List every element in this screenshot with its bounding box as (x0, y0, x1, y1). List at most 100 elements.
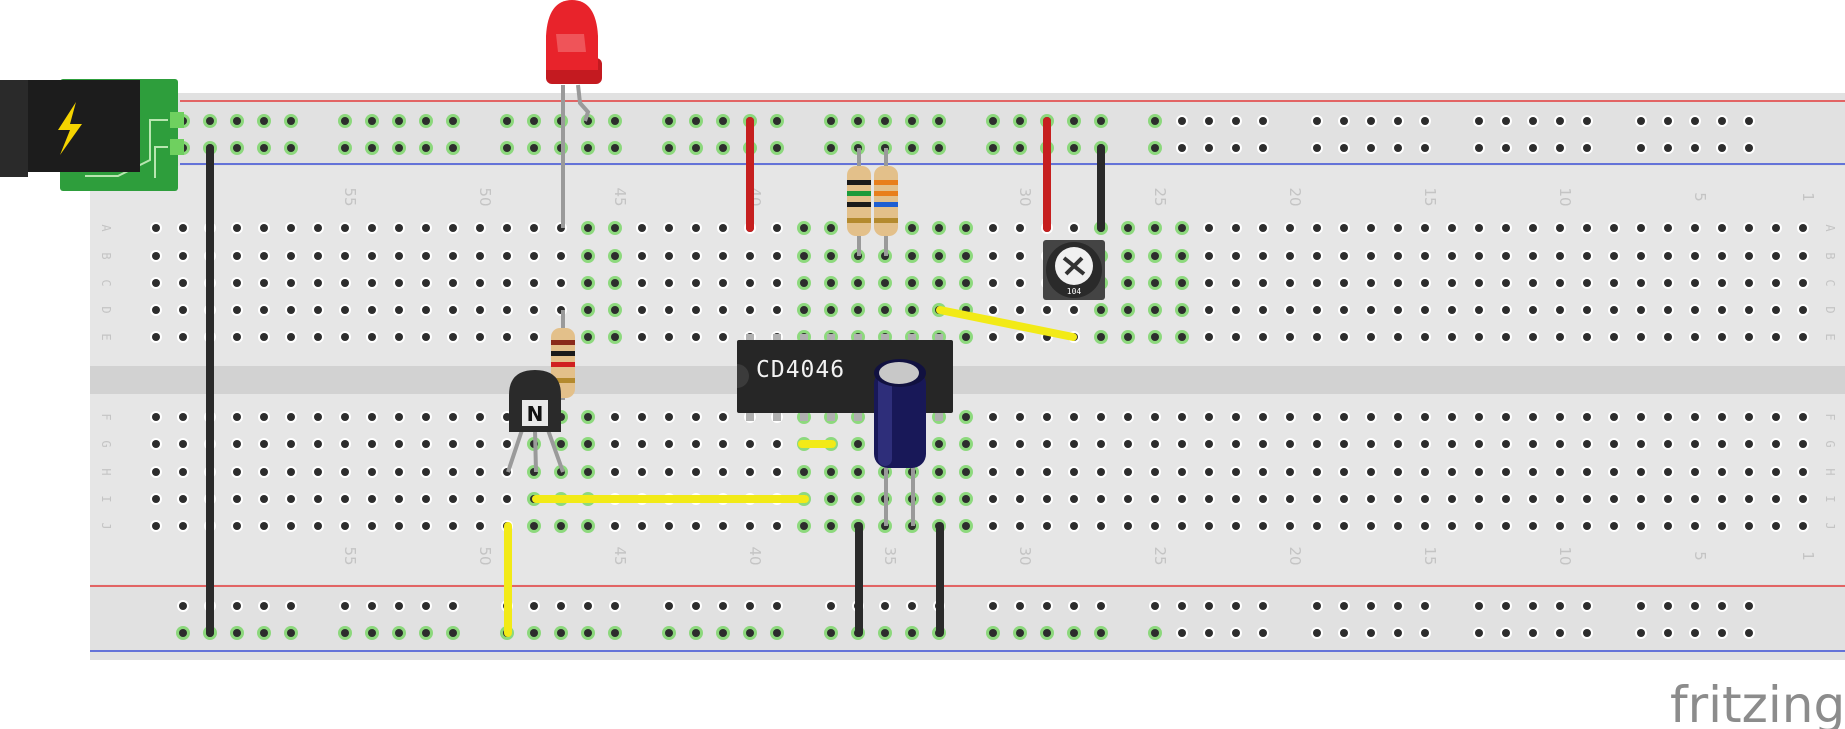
hole-D42[interactable] (692, 306, 700, 314)
hole-J25[interactable] (1151, 522, 1159, 530)
hole-C14[interactable] (1448, 279, 1456, 287)
hole-E42[interactable] (692, 333, 700, 341)
hole-H16[interactable] (1394, 468, 1402, 476)
rail-hole[interactable] (1232, 629, 1240, 637)
hole-A24[interactable] (1178, 224, 1186, 232)
hole-D62[interactable] (152, 306, 160, 314)
hole-H32[interactable] (962, 468, 970, 476)
rail-hole[interactable] (1556, 117, 1564, 125)
hole-F52[interactable] (422, 413, 430, 421)
hole-D8[interactable] (1610, 306, 1618, 314)
hole-H11[interactable] (1529, 468, 1537, 476)
potentiometer[interactable]: 104 (1043, 240, 1105, 300)
rail-hole[interactable] (1583, 144, 1591, 152)
hole-I19[interactable] (1313, 495, 1321, 503)
hole-E54[interactable] (368, 333, 376, 341)
hole-H62[interactable] (152, 468, 160, 476)
hole-B57[interactable] (287, 252, 295, 260)
rail-hole[interactable] (908, 629, 916, 637)
rail-hole[interactable] (1151, 117, 1159, 125)
rail-hole[interactable] (557, 602, 565, 610)
hole-C3[interactable] (1745, 279, 1753, 287)
hole-E50[interactable] (476, 333, 484, 341)
hole-D45[interactable] (611, 306, 619, 314)
hole-E32[interactable] (962, 333, 970, 341)
hole-A31[interactable] (989, 224, 997, 232)
hole-I31[interactable] (989, 495, 997, 503)
hole-D29[interactable] (1043, 306, 1051, 314)
hole-C17[interactable] (1367, 279, 1375, 287)
hole-F30[interactable] (1016, 413, 1024, 421)
hole-B48[interactable] (530, 252, 538, 260)
hole-A59[interactable] (233, 224, 241, 232)
hole-E46[interactable] (584, 333, 592, 341)
rail-hole[interactable] (1070, 629, 1078, 637)
hole-F50[interactable] (476, 413, 484, 421)
hole-H25[interactable] (1151, 468, 1159, 476)
hole-C15[interactable] (1421, 279, 1429, 287)
hole-F1[interactable] (1799, 413, 1807, 421)
hole-D43[interactable] (665, 306, 673, 314)
rail-hole[interactable] (1340, 144, 1348, 152)
hole-I54[interactable] (368, 495, 376, 503)
hole-J23[interactable] (1205, 522, 1213, 530)
hole-D16[interactable] (1394, 306, 1402, 314)
hole-I25[interactable] (1151, 495, 1159, 503)
rail-hole[interactable] (395, 629, 403, 637)
hole-D57[interactable] (287, 306, 295, 314)
rail-hole[interactable] (1421, 602, 1429, 610)
hole-G55[interactable] (341, 440, 349, 448)
hole-C41[interactable] (719, 279, 727, 287)
hole-B30[interactable] (1016, 252, 1024, 260)
hole-G52[interactable] (422, 440, 430, 448)
hole-D18[interactable] (1340, 306, 1348, 314)
hole-H21[interactable] (1259, 468, 1267, 476)
rail-hole[interactable] (1664, 629, 1672, 637)
hole-I16[interactable] (1394, 495, 1402, 503)
hole-F57[interactable] (287, 413, 295, 421)
hole-A19[interactable] (1313, 224, 1321, 232)
rail-hole[interactable] (773, 117, 781, 125)
hole-D54[interactable] (368, 306, 376, 314)
rail-hole[interactable] (1745, 602, 1753, 610)
rail-hole[interactable] (422, 117, 430, 125)
hole-B25[interactable] (1151, 252, 1159, 260)
hole-I62[interactable] (152, 495, 160, 503)
rail-hole[interactable] (1475, 602, 1483, 610)
rail-hole[interactable] (449, 117, 457, 125)
rail-hole[interactable] (1718, 629, 1726, 637)
hole-B56[interactable] (314, 252, 322, 260)
hole-A50[interactable] (476, 224, 484, 232)
hole-C51[interactable] (449, 279, 457, 287)
hole-J18[interactable] (1340, 522, 1348, 530)
hole-H4[interactable] (1718, 468, 1726, 476)
hole-A14[interactable] (1448, 224, 1456, 232)
hole-A23[interactable] (1205, 224, 1213, 232)
hole-H17[interactable] (1367, 468, 1375, 476)
hole-E58[interactable] (260, 333, 268, 341)
hole-G29[interactable] (1043, 440, 1051, 448)
hole-F28[interactable] (1070, 413, 1078, 421)
hole-G24[interactable] (1178, 440, 1186, 448)
rail-hole[interactable] (1259, 602, 1267, 610)
hole-G58[interactable] (260, 440, 268, 448)
hole-G30[interactable] (1016, 440, 1024, 448)
rail-hole[interactable] (341, 629, 349, 637)
hole-E15[interactable] (1421, 333, 1429, 341)
rail-hole[interactable] (989, 144, 997, 152)
hole-H61[interactable] (179, 468, 187, 476)
hole-H12[interactable] (1502, 468, 1510, 476)
hole-G44[interactable] (638, 440, 646, 448)
hole-B45[interactable] (611, 252, 619, 260)
hole-I28[interactable] (1070, 495, 1078, 503)
hole-A4[interactable] (1718, 224, 1726, 232)
hole-E49[interactable] (503, 333, 511, 341)
hole-G18[interactable] (1340, 440, 1348, 448)
hole-D26[interactable] (1124, 306, 1132, 314)
hole-A32[interactable] (962, 224, 970, 232)
rail-hole[interactable] (584, 144, 592, 152)
hole-G3[interactable] (1745, 440, 1753, 448)
hole-H10[interactable] (1556, 468, 1564, 476)
hole-A54[interactable] (368, 224, 376, 232)
hole-H13[interactable] (1475, 468, 1483, 476)
